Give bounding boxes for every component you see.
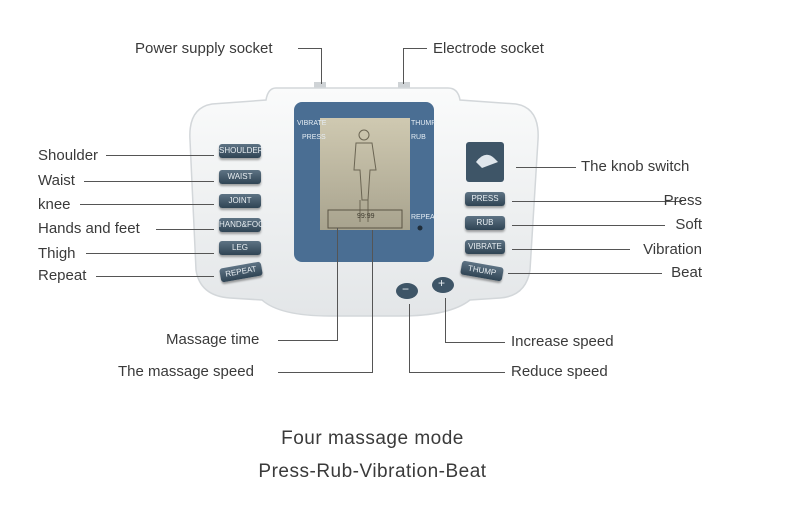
massage-time-label: Massage time	[166, 331, 260, 348]
leg-button[interactable]: LEG	[219, 241, 261, 255]
reduce-speed-leader-h	[409, 372, 505, 373]
increase-speed-shape	[432, 277, 454, 293]
knob-switch-label: The knob switch	[581, 158, 690, 175]
massage-time-leader-h	[278, 340, 338, 341]
beat-label: Beat	[671, 264, 702, 281]
soft-leader	[512, 225, 665, 226]
plus-icon[interactable]: +	[438, 276, 446, 290]
power-socket-leader-v	[321, 48, 322, 84]
shoulder-button[interactable]: SHOULDER	[219, 144, 263, 158]
minus-icon[interactable]: −	[402, 282, 410, 296]
press-leader	[512, 201, 682, 202]
repeat-label: Repeat	[38, 267, 87, 284]
electrode-socket-leader-h	[403, 48, 427, 49]
massage-speed-label: The massage speed	[118, 363, 254, 380]
reduce-speed-shape	[396, 283, 418, 299]
caption-line-2: Press-Rub-Vibration-Beat	[258, 461, 487, 482]
knob-switch-icon	[476, 154, 498, 168]
lcd-vibrate-label: VIBRATE	[297, 120, 327, 127]
electrode-socket-shape	[398, 82, 410, 88]
press-label: Press	[663, 192, 702, 209]
thigh-leader	[86, 253, 214, 254]
waist-leader	[84, 181, 214, 182]
power-supply-socket-label: Power supply socket	[135, 40, 273, 57]
lcd-thump-label: THUMP	[411, 120, 436, 127]
rub-button[interactable]: RUB	[465, 216, 505, 230]
massage-time-leader-v	[337, 228, 338, 340]
power-socket-shape	[314, 82, 326, 88]
shoulder-label: Shoulder	[38, 147, 99, 164]
electrode-socket-leader-v	[403, 48, 404, 84]
waist-button[interactable]: WAIST	[219, 170, 261, 184]
shoulder-leader	[106, 155, 214, 156]
hands-and-feet-label: Hands and feet	[38, 220, 140, 237]
thigh-label: Thigh	[38, 245, 76, 262]
joint-button[interactable]: JOINT	[219, 194, 261, 208]
waist-label: Waist	[38, 172, 75, 189]
caption-line-1: Four massage mode	[281, 428, 464, 449]
vibration-leader	[512, 249, 630, 250]
lcd-timer: 99:99	[357, 213, 375, 220]
knee-leader	[80, 204, 214, 205]
hand-foot-button[interactable]: HAND&FOOT	[219, 218, 269, 232]
increase-speed-leader-v	[445, 298, 446, 342]
power-socket-leader-h	[298, 48, 322, 49]
hands-feet-leader	[156, 229, 214, 230]
lcd-screen	[320, 118, 410, 230]
massage-speed-leader-v	[372, 230, 373, 372]
massage-speed-leader-h	[278, 372, 373, 373]
repeat-indicator-dot	[417, 225, 423, 231]
increase-speed-label: Increase speed	[511, 333, 614, 350]
lcd-rub-label: RUB	[411, 134, 426, 141]
soft-label: Soft	[675, 216, 702, 233]
lcd-repeat-label: REPEAT	[411, 214, 439, 221]
vibrate-button[interactable]: VIBRATE	[465, 240, 505, 254]
electrode-socket-label: Electrode socket	[433, 40, 544, 57]
lcd-press-label: PRESS	[302, 134, 326, 141]
timer-box	[327, 209, 403, 229]
knob-switch-leader	[516, 167, 576, 168]
reduce-speed-label: Reduce speed	[511, 363, 608, 380]
increase-speed-leader-h	[445, 342, 505, 343]
vibration-label: Vibration	[643, 241, 702, 258]
reduce-speed-leader-v	[409, 304, 410, 372]
knee-label: knee	[38, 196, 71, 213]
beat-leader	[508, 273, 662, 274]
press-button[interactable]: PRESS	[465, 192, 505, 206]
body-silhouette-icon	[353, 129, 377, 222]
repeat-leader	[96, 276, 214, 277]
